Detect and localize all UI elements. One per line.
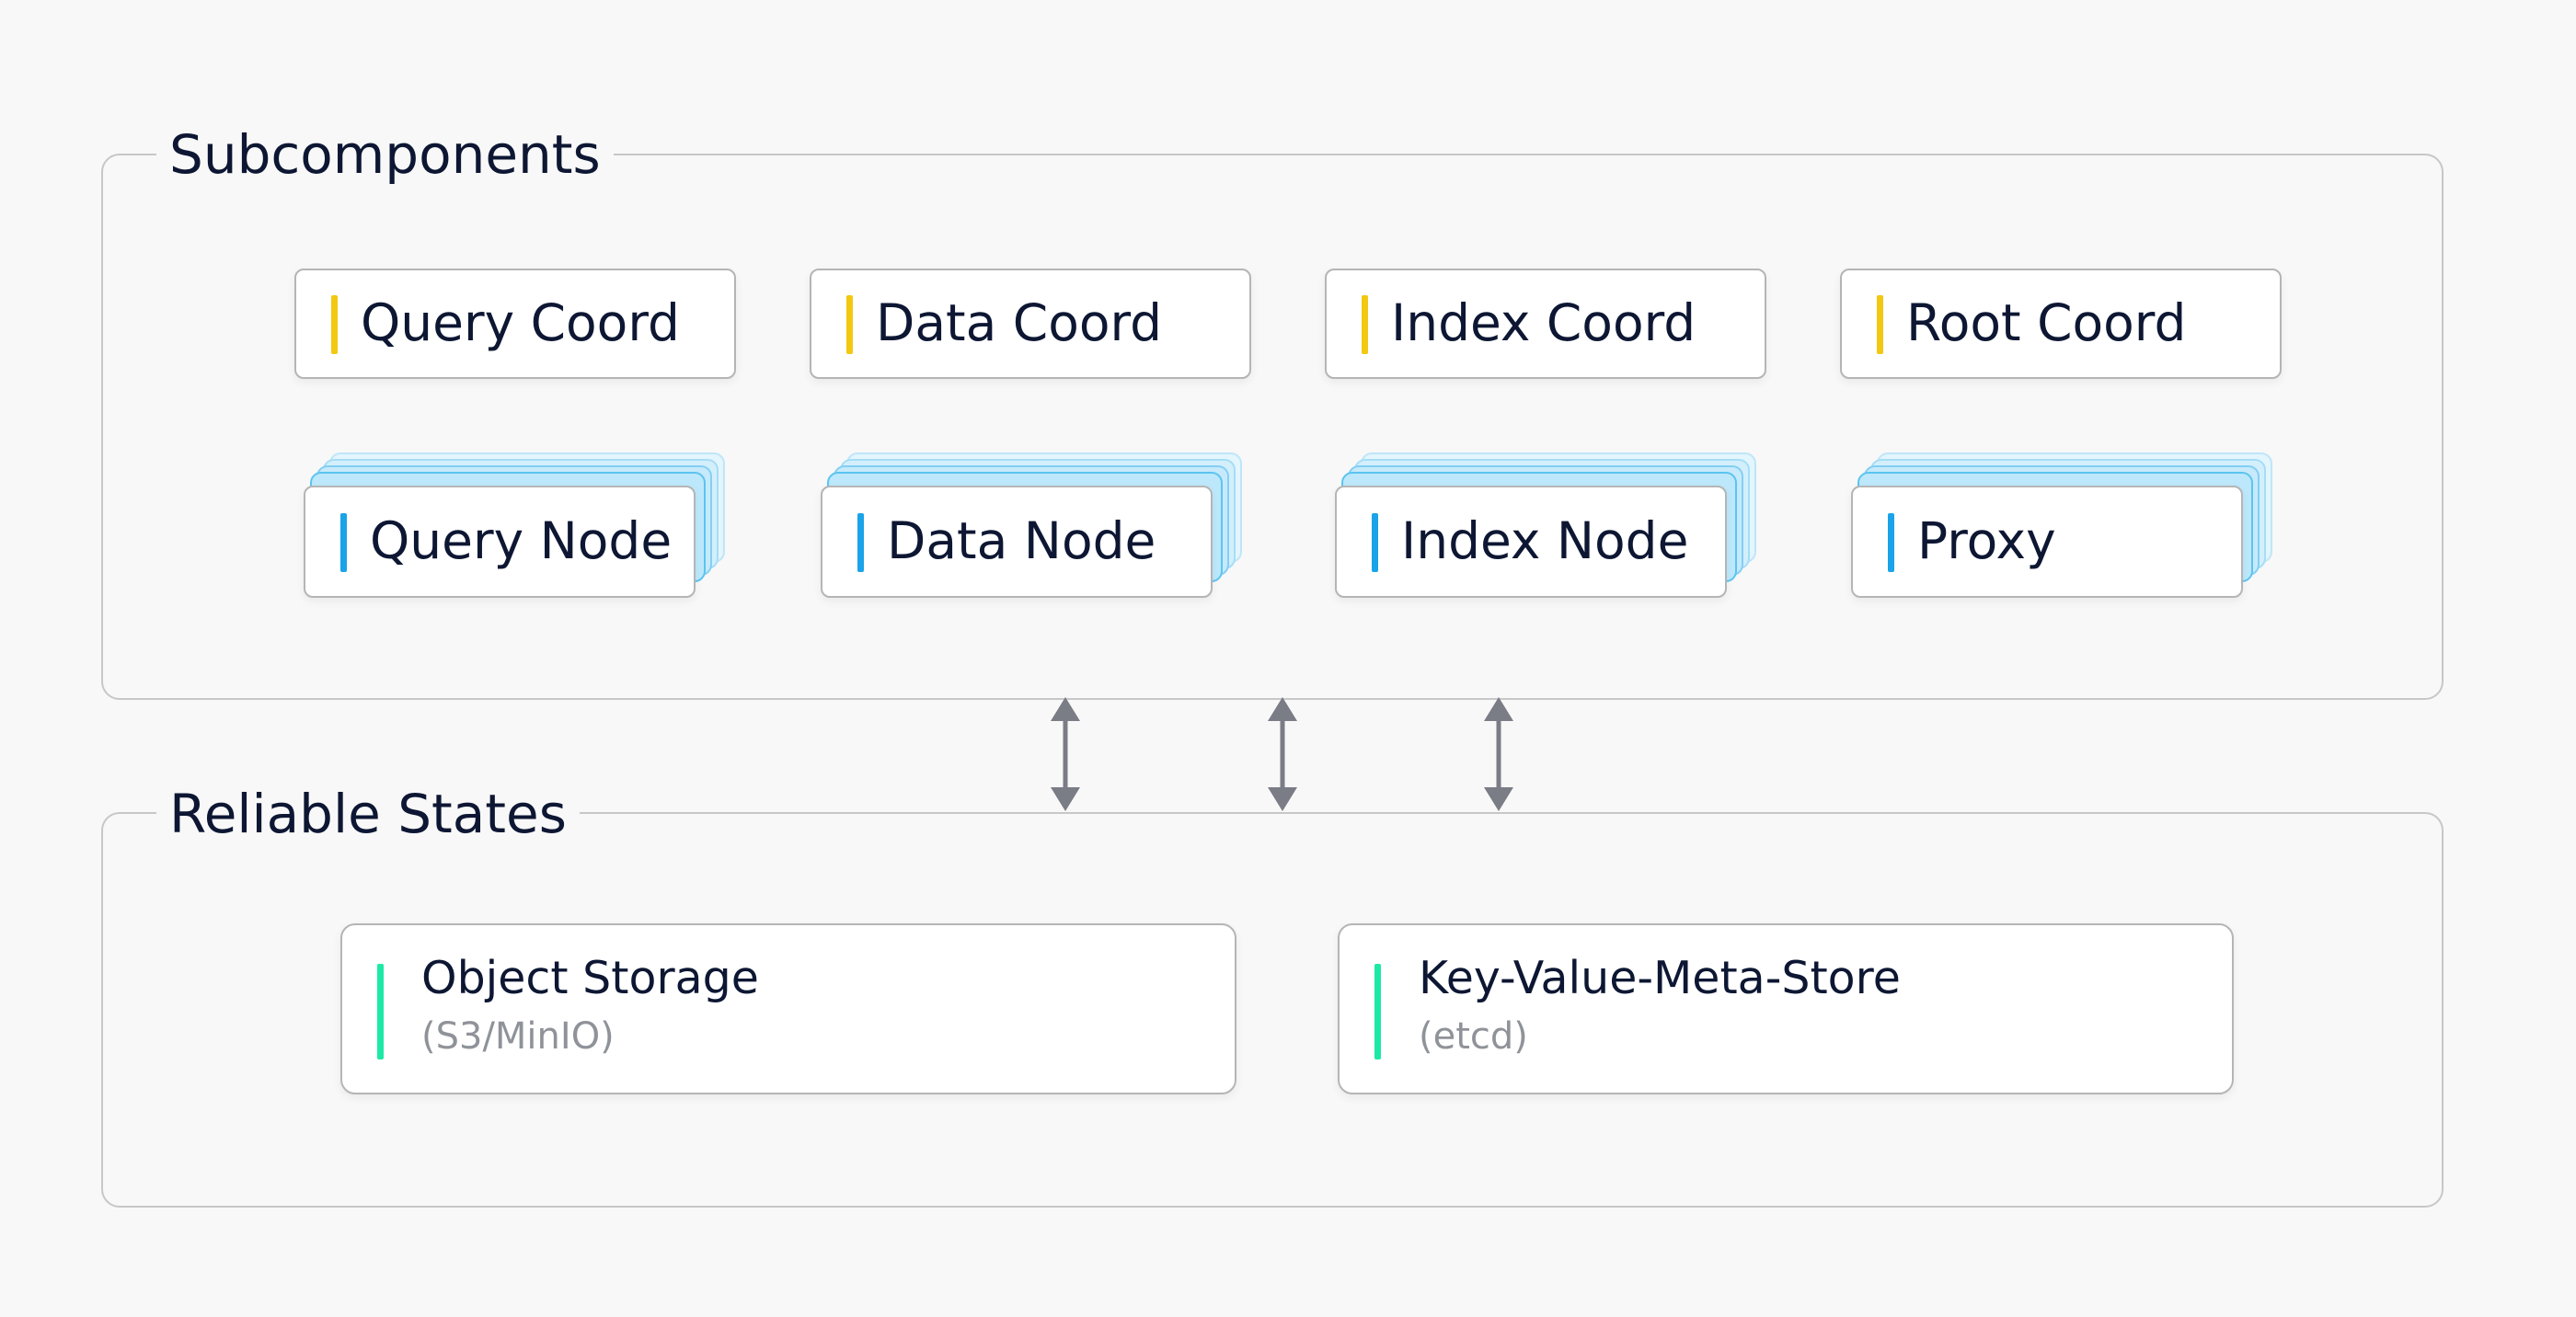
object-storage-sublabel: (S3/MinIO) bbox=[421, 1015, 615, 1058]
object-storage-label: Object Storage bbox=[421, 952, 759, 1004]
object-storage-box: Object Storage (S3/MinIO) bbox=[340, 923, 1236, 1094]
node-accent-bar bbox=[857, 513, 864, 572]
subcomponents-group bbox=[101, 154, 2444, 700]
subcomponents-title: Subcomponents bbox=[156, 122, 614, 187]
bidirectional-arrow-icon bbox=[1051, 697, 1080, 811]
data-node-box: Data Node bbox=[821, 486, 1213, 598]
query-node-box: Query Node bbox=[304, 486, 696, 598]
data-node-label: Data Node bbox=[887, 511, 1156, 570]
coord-accent-bar bbox=[846, 295, 853, 354]
node-accent-bar bbox=[1372, 513, 1378, 572]
store-accent-bar bbox=[1374, 964, 1381, 1059]
root-coord-box: Root Coord bbox=[1840, 269, 2282, 379]
reliable-states-title: Reliable States bbox=[156, 782, 580, 846]
data-coord-box: Data Coord bbox=[810, 269, 1251, 379]
index-coord-box: Index Coord bbox=[1325, 269, 1766, 379]
query-coord-label: Query Coord bbox=[361, 293, 680, 352]
node-accent-bar bbox=[1888, 513, 1894, 572]
key-value-meta-store-sublabel: (etcd) bbox=[1419, 1015, 1528, 1058]
query-node-label: Query Node bbox=[370, 511, 673, 570]
key-value-meta-store-label: Key-Value-Meta-Store bbox=[1419, 952, 1901, 1004]
index-node-label: Index Node bbox=[1401, 511, 1689, 570]
reliable-states-group bbox=[101, 812, 2444, 1208]
proxy-box: Proxy bbox=[1851, 486, 2243, 598]
coord-accent-bar bbox=[331, 295, 338, 354]
data-coord-label: Data Coord bbox=[876, 293, 1163, 352]
store-accent-bar bbox=[377, 964, 384, 1059]
key-value-meta-store-box: Key-Value-Meta-Store (etcd) bbox=[1338, 923, 2234, 1094]
bidirectional-arrow-icon bbox=[1268, 697, 1297, 811]
proxy-label: Proxy bbox=[1917, 511, 2056, 570]
bidirectional-arrow-icon bbox=[1484, 697, 1513, 811]
root-coord-label: Root Coord bbox=[1906, 293, 2187, 352]
node-accent-bar bbox=[340, 513, 347, 572]
coord-accent-bar bbox=[1362, 295, 1368, 354]
coord-accent-bar bbox=[1877, 295, 1883, 354]
index-coord-label: Index Coord bbox=[1391, 293, 1696, 352]
index-node-box: Index Node bbox=[1335, 486, 1727, 598]
query-coord-box: Query Coord bbox=[294, 269, 736, 379]
